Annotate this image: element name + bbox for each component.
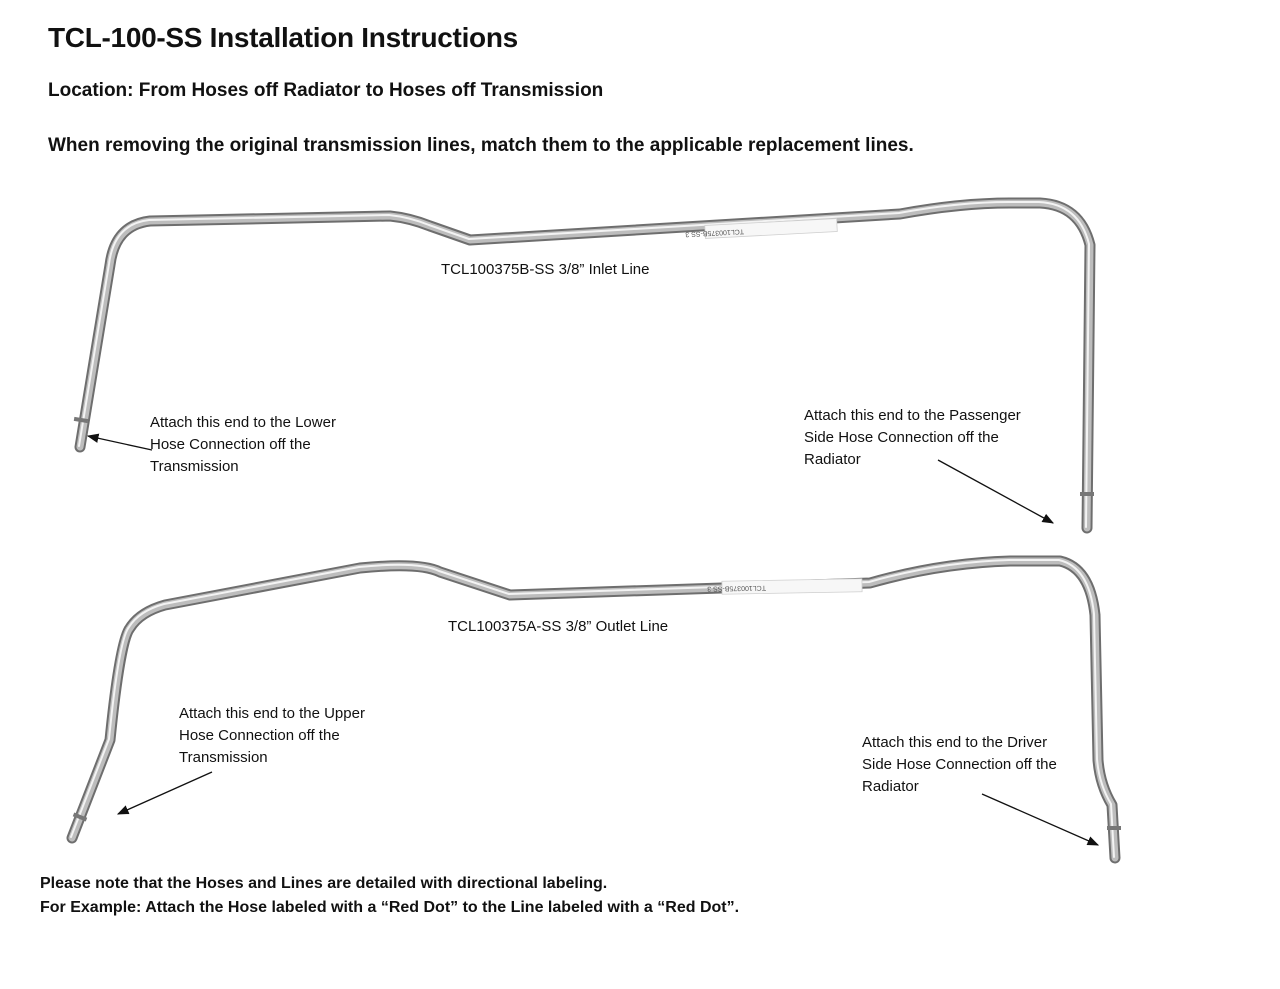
outlet-left-note: Attach this end to the Upper Hose Connec… xyxy=(179,703,365,769)
inlet-line-label: TCL100375B-SS 3/8” Inlet Line xyxy=(441,261,650,278)
footer-line: For Example: Attach the Hose labeled wit… xyxy=(40,899,740,916)
arrow-inlet-left xyxy=(86,433,153,451)
inlet-line-tube xyxy=(73,197,1096,534)
note-line: Radiator xyxy=(804,451,861,468)
footer-note: Please note that the Hoses and Lines are… xyxy=(40,872,739,920)
arrow-outlet-right xyxy=(981,793,1100,846)
arrow-outlet-left xyxy=(116,771,213,815)
note-line: Radiator xyxy=(862,778,919,795)
inlet-tag-text: TCL100375B-SS 3 xyxy=(685,227,744,237)
note-line: Transmission xyxy=(179,749,268,766)
outlet-right-note: Attach this end to the Driver Side Hose … xyxy=(862,732,1057,798)
note-line: Side Hose Connection off the xyxy=(862,756,1057,773)
note-line: Hose Connection off the xyxy=(150,436,311,453)
outlet-line-label: TCL100375A-SS 3/8” Outlet Line xyxy=(448,618,669,635)
inlet-right-note: Attach this end to the Passenger Side Ho… xyxy=(804,405,1021,471)
page-title: TCL-100-SS Installation Instructions xyxy=(48,22,518,53)
arrow-inlet-right xyxy=(937,459,1055,524)
outlet-tag-text: TCL100375B-SS 3 xyxy=(707,584,766,592)
note-line: Attach this end to the Passenger xyxy=(804,407,1021,424)
outlet-part-tag: TCL100375B-SS 3 xyxy=(707,578,863,595)
note-line: Attach this end to the Driver xyxy=(862,734,1048,751)
note-line: Hose Connection off the xyxy=(179,727,340,744)
inlet-part-tag: TCL100375B-SS 3 xyxy=(685,218,838,239)
note-line: Side Hose Connection off the xyxy=(804,429,999,446)
note-line: Attach this end to the Lower xyxy=(150,414,336,431)
outlet-line-tube xyxy=(66,555,1121,864)
footer-line: Please note that the Hoses and Lines are… xyxy=(40,875,608,892)
inlet-left-note: Attach this end to the Lower Hose Connec… xyxy=(150,412,336,478)
note-line: Attach this end to the Upper xyxy=(179,705,365,722)
note-line: Transmission xyxy=(150,458,239,475)
location-heading: Location: From Hoses off Radiator to Hos… xyxy=(48,80,604,101)
instruction-heading: When removing the original transmission … xyxy=(48,135,914,156)
